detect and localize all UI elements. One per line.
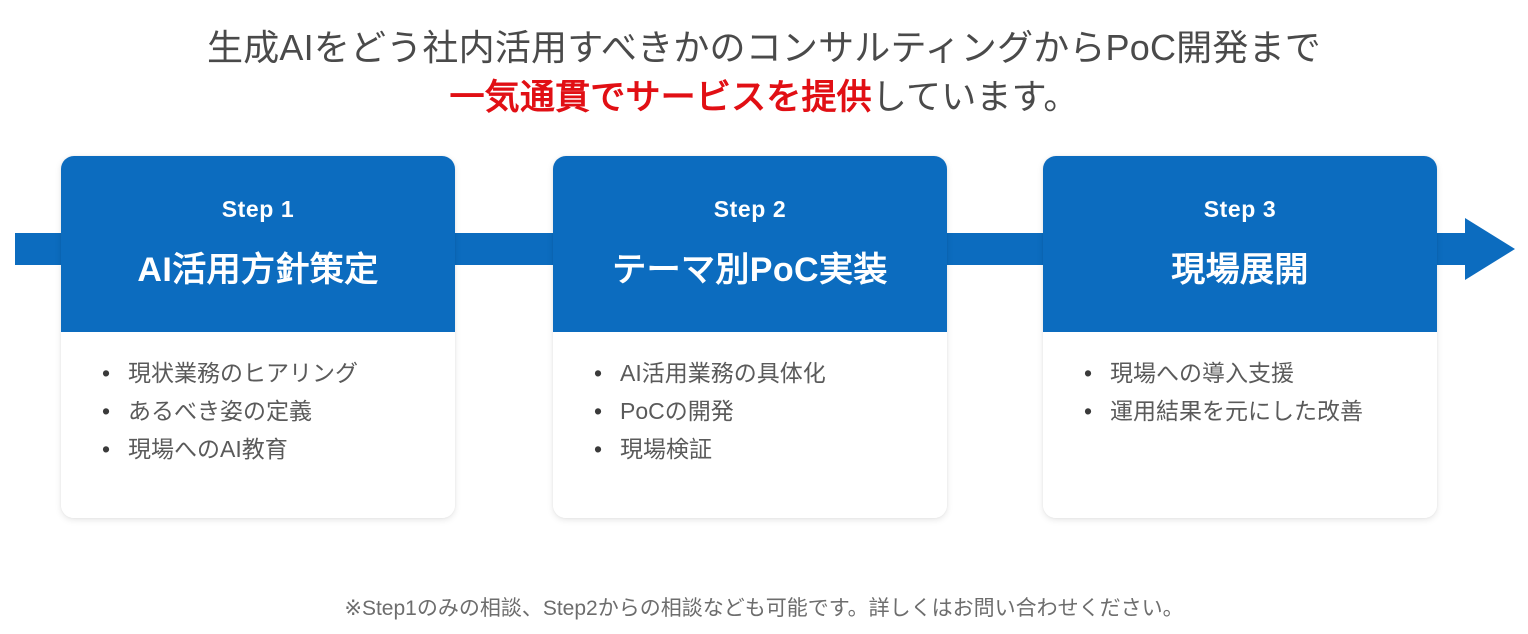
list-item: • 運用結果を元にした改善 bbox=[1082, 392, 1423, 430]
bullet-point-icon: • bbox=[594, 436, 603, 462]
list-item-label: PoCの開発 bbox=[620, 398, 734, 424]
list-item: • 現場への導入支援 bbox=[1082, 354, 1423, 392]
bullet-point-icon: • bbox=[1084, 398, 1093, 424]
list-item-label: 現場へのAI教育 bbox=[128, 436, 288, 462]
bullet-point-icon: • bbox=[1084, 360, 1093, 386]
step-card-3-number: Step 3 bbox=[1203, 196, 1277, 222]
step-card-3-list: • 現場への導入支援 • 運用結果を元にした改善 bbox=[1043, 354, 1437, 430]
list-item: • AI活用業務の具体化 bbox=[592, 354, 933, 392]
list-item: • PoCの開発 bbox=[592, 392, 933, 430]
list-item-label: あるべき姿の定義 bbox=[128, 398, 312, 424]
step-card-1-header: Step 1 AI活用方針策定 bbox=[61, 156, 455, 332]
list-item-label: 運用結果を元にした改善 bbox=[1110, 398, 1363, 424]
step-card-2-title: テーマ別PoC実装 bbox=[612, 251, 888, 289]
step-card-3-body: • 現場への導入支援 • 運用結果を元にした改善 bbox=[1043, 332, 1437, 518]
step-card-2-body: • AI活用業務の具体化 • PoCの開発 • 現場検証 bbox=[553, 332, 947, 518]
heading-line-2-rest: しています。 bbox=[871, 78, 1079, 118]
page-heading: 生成AIをどう社内活用すべきかのコンサルティングからPoC開発まで 一気通貫でサ… bbox=[0, 22, 1528, 123]
heading-line-2: 一気通貫でサービスを提供しています。 bbox=[0, 73, 1528, 123]
step-cards-container: Step 1 AI活用方針策定 • 現状業務のヒアリング • あるべき姿の定義 … bbox=[0, 156, 1528, 521]
footnote-text: ※Step1のみの相談、Step2からの相談なども可能です。詳しくはお問い合わせ… bbox=[344, 597, 1184, 620]
step-card-2-header: Step 2 テーマ別PoC実装 bbox=[553, 156, 947, 332]
list-item: • 現場へのAI教育 bbox=[100, 430, 441, 468]
step-card-2-list: • AI活用業務の具体化 • PoCの開発 • 現場検証 bbox=[553, 354, 947, 468]
list-item: • 現場検証 bbox=[592, 430, 933, 468]
step-card-3[interactable]: Step 3 現場展開 • 現場への導入支援 • 運用結果を元にした改善 bbox=[1043, 156, 1437, 518]
step-card-1[interactable]: Step 1 AI活用方針策定 • 現状業務のヒアリング • あるべき姿の定義 … bbox=[61, 156, 455, 518]
step-card-2-number: Step 2 bbox=[713, 196, 787, 222]
bullet-point-icon: • bbox=[594, 398, 603, 424]
step-card-2[interactable]: Step 2 テーマ別PoC実装 • AI活用業務の具体化 • PoCの開発 •… bbox=[553, 156, 947, 518]
list-item: • 現状業務のヒアリング bbox=[100, 354, 441, 392]
heading-emphasis: 一気通貫でサービスを提供 bbox=[449, 78, 872, 118]
bullet-point-icon: • bbox=[594, 360, 603, 386]
bullet-point-icon: • bbox=[102, 360, 111, 386]
step-card-1-list: • 現状業務のヒアリング • あるべき姿の定義 • 現場へのAI教育 bbox=[61, 354, 455, 468]
bullet-point-icon: • bbox=[102, 436, 111, 462]
list-item: • あるべき姿の定義 bbox=[100, 392, 441, 430]
step-card-1-body: • 現状業務のヒアリング • あるべき姿の定義 • 現場へのAI教育 bbox=[61, 332, 455, 518]
list-item-label: 現場検証 bbox=[620, 436, 712, 462]
list-item-label: 現状業務のヒアリング bbox=[128, 360, 358, 386]
bullet-point-icon: • bbox=[102, 398, 111, 424]
step-card-3-header: Step 3 現場展開 bbox=[1043, 156, 1437, 332]
step-card-1-title: AI活用方針策定 bbox=[137, 251, 379, 289]
list-item-label: AI活用業務の具体化 bbox=[620, 360, 826, 386]
step-card-1-number: Step 1 bbox=[221, 196, 295, 222]
heading-line-1: 生成AIをどう社内活用すべきかのコンサルティングからPoC開発まで bbox=[207, 27, 1321, 68]
list-item-label: 現場への導入支援 bbox=[1110, 360, 1294, 386]
step-card-3-title: 現場展開 bbox=[1171, 251, 1309, 289]
